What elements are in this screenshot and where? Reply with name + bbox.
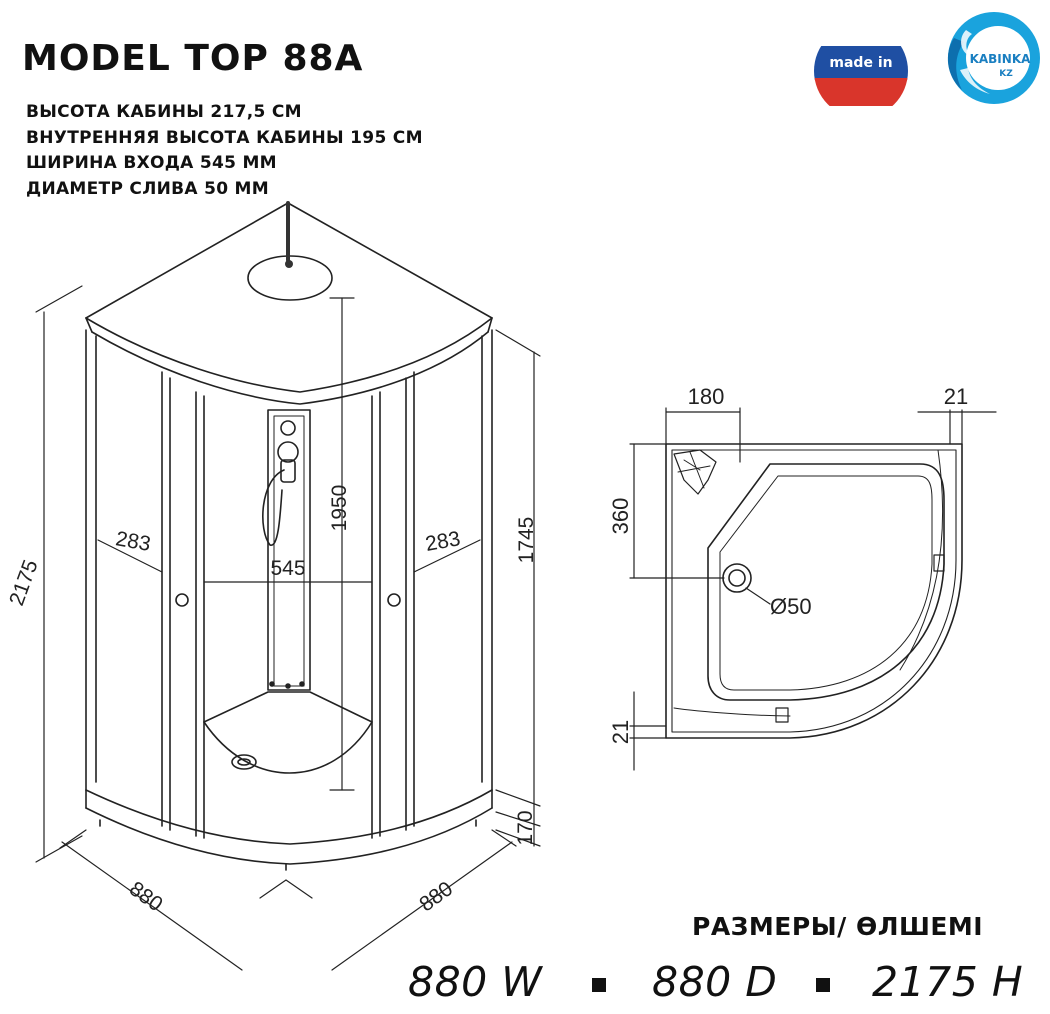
label-21-side: 21 (608, 720, 633, 744)
label-drain: Ø50 (770, 594, 812, 619)
kabinka-logo: KABINKA KZ (947, 12, 1040, 104)
left-door-handle (175, 593, 189, 607)
front-dimension-labels: 2175 1950 1745 170 545 283 283 880 880 (5, 485, 538, 917)
label-21-top: 21 (944, 384, 968, 409)
label-545: 545 (270, 557, 305, 580)
sizes-heading: РАЗМЕРЫ/ ӨЛШЕМІ (692, 912, 984, 941)
dim-line-283-left (97, 539, 163, 573)
tray-bottom-curve (85, 807, 493, 865)
roof-lower-curve (91, 331, 489, 405)
spec-drain-diameter: ДИАМЕТР СЛИВА 50 ММ (26, 178, 269, 199)
dim-line-283-right (413, 539, 481, 573)
hand-shower-hose (262, 469, 285, 546)
floor-drain (231, 754, 257, 770)
drain-outer-icon (722, 563, 752, 593)
flag-red-band (814, 78, 908, 106)
label-180: 180 (688, 384, 725, 409)
separator-square-icon (592, 978, 606, 992)
corner-fitting-icon (673, 449, 717, 495)
spec-list: ВЫСОТА КАБИНЫ 217,5 СМ ВНУТРЕННЯЯ ВЫСОТА… (26, 100, 423, 202)
made-in-label: made in (829, 55, 892, 71)
label-170: 170 (514, 810, 537, 845)
logo-kz-text: KZ (999, 69, 1013, 79)
top-view (629, 407, 997, 771)
drain-inner-icon (728, 569, 746, 587)
shower-column (267, 409, 311, 691)
spec-cabin-height: ВЫСОТА КАБИНЫ 217,5 СМ (26, 102, 302, 122)
front-dimension-lines (35, 285, 541, 971)
model-title: MODEL TOP 88A (22, 38, 364, 79)
tray-basin (707, 463, 945, 701)
label-2175: 2175 (5, 557, 43, 609)
logo-inner-circle (966, 26, 1030, 90)
logo-brand-text: KABINKA (970, 52, 1032, 66)
mixer-knob (277, 441, 299, 463)
spec-entry-width: ШИРИНА ВХОДА 545 ММ (26, 153, 277, 173)
drain-leader-line (745, 587, 771, 605)
side-fitting (933, 554, 945, 572)
dim-line-880-left (61, 841, 243, 971)
front-view (35, 201, 541, 971)
tray-inner-back (203, 691, 373, 723)
made-in-badge: made in (812, 36, 910, 106)
logo-wave-icon (947, 38, 964, 90)
tray-top-curve (85, 789, 493, 845)
dimension-height: 2175 H (872, 958, 1024, 1006)
roof-front-curve (85, 317, 493, 393)
bottom-fitting (775, 707, 789, 723)
separator-square-icon (816, 978, 830, 992)
dimension-depth: 880 D (652, 958, 778, 1006)
flag-blue-band (814, 46, 908, 80)
tray-outer-outline (665, 443, 963, 739)
right-door-handle (387, 593, 401, 607)
label-1745: 1745 (515, 517, 538, 564)
label-283-left: 283 (114, 527, 153, 556)
top-dimension-labels: 180 21 360 21 Ø50 (608, 384, 968, 744)
dimension-width: 880 W (408, 958, 543, 1006)
spec-inner-height: ВНУТРЕННЯЯ ВЫСОТА КАБИНЫ 195 СМ (26, 127, 423, 148)
shower-column-knob (280, 420, 296, 436)
label-880-depth: 880 (415, 877, 457, 916)
label-360: 360 (608, 498, 633, 535)
dim-line-880-right (331, 841, 513, 971)
label-1950: 1950 (328, 485, 351, 532)
dimension-summary: 880 W 880 D 2175 H (408, 958, 1028, 1014)
label-880-width: 880 (125, 877, 167, 916)
top-dimension-lines (629, 407, 997, 771)
